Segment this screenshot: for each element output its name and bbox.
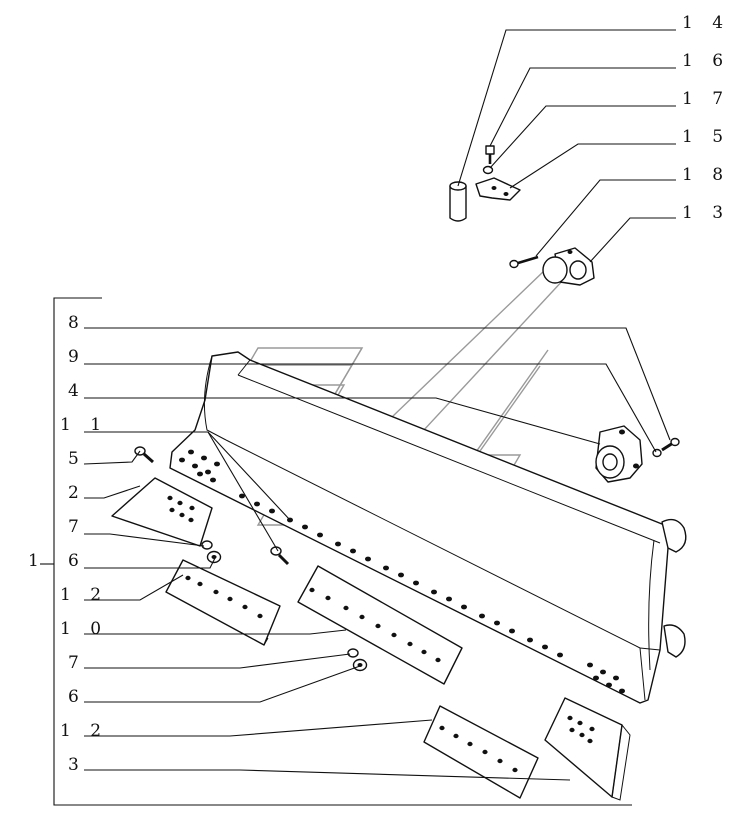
cutting-edge-upper xyxy=(165,559,281,646)
bolt-18 xyxy=(509,255,539,269)
callout-12-lower: 1 2 xyxy=(60,721,108,741)
plow-bolt-11 xyxy=(270,546,290,566)
lock-plate-15 xyxy=(475,177,521,201)
callout-7-lower: 7 xyxy=(68,653,86,673)
callout-labels: 1 4 1 6 1 7 1 5 1 8 1 3 8 9 4 1 1 5 2 7 … xyxy=(28,13,730,775)
pin-14 xyxy=(449,181,467,222)
callout-9: 9 xyxy=(68,347,86,367)
callout-6-upper: 6 xyxy=(68,551,86,571)
callout-3: 3 xyxy=(68,755,86,775)
washer-17 xyxy=(482,165,494,175)
end-bit-right xyxy=(544,697,631,801)
dozer-blade xyxy=(169,351,687,704)
callout-14: 1 4 xyxy=(682,13,730,33)
trunnion-4 xyxy=(595,425,643,483)
callout-2: 2 xyxy=(68,483,86,503)
blade-bolt-holes xyxy=(179,449,625,694)
callout-10: 1 0 xyxy=(60,619,108,639)
nut-washer-upper xyxy=(201,540,222,564)
callout-5: 5 xyxy=(68,449,86,469)
callout-8: 8 xyxy=(68,313,86,333)
callout-17: 1 7 xyxy=(682,89,730,109)
callout-7-upper: 7 xyxy=(68,517,86,537)
cutting-edge-lower xyxy=(423,705,539,799)
callout-13: 1 3 xyxy=(682,203,730,223)
callout-16: 1 6 xyxy=(682,51,730,71)
callout-18: 1 8 xyxy=(682,165,730,185)
callout-4: 4 xyxy=(68,381,86,401)
trunnion-13 xyxy=(542,247,595,286)
leader-lines xyxy=(83,29,676,781)
bolt-8-washer-9 xyxy=(652,437,680,458)
callout-12-upper: 1 2 xyxy=(60,585,108,605)
assembly-bracket xyxy=(53,297,632,806)
cutting-edge-center xyxy=(297,565,463,685)
bolt-16 xyxy=(485,145,495,164)
callout-11: 1 1 xyxy=(60,415,108,435)
callout-15: 1 5 xyxy=(682,127,730,147)
callout-6-lower: 6 xyxy=(68,687,86,707)
callout-1: 1 xyxy=(28,551,46,571)
